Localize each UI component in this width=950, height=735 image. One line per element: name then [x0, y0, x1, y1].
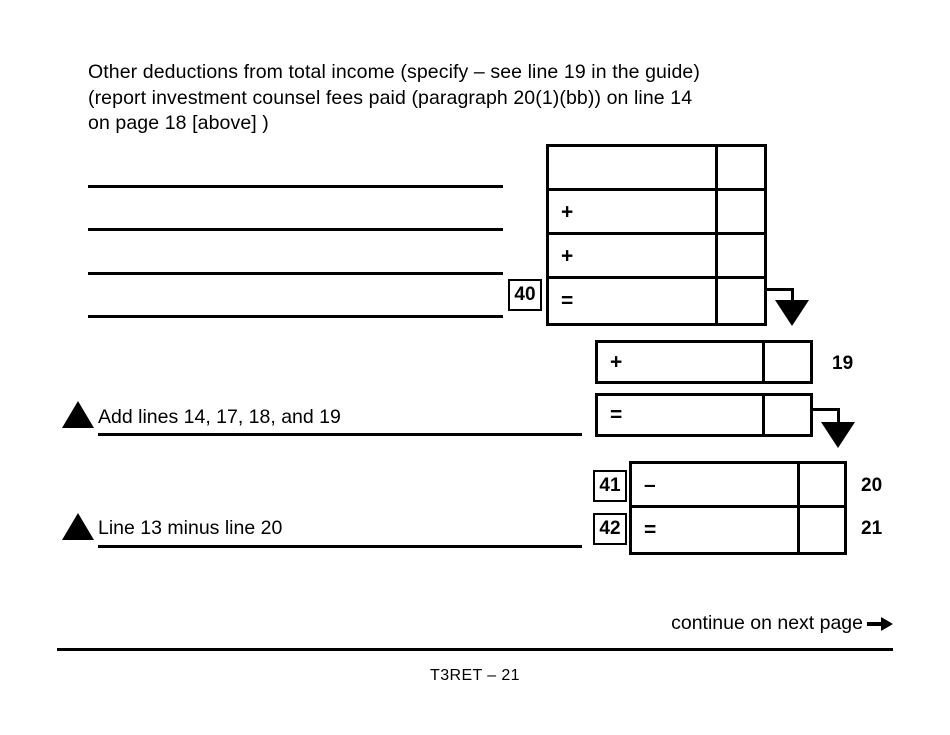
down-arrow-icon	[775, 300, 809, 326]
taxable-income-rule	[98, 545, 582, 548]
total-deductions-rule	[98, 433, 582, 436]
total-deductions-amount-box[interactable]: =	[595, 393, 813, 437]
operator-symbol: +	[610, 350, 623, 374]
line-number-tag-40: 40	[508, 279, 542, 311]
connector-horizontal-segment	[810, 408, 840, 411]
table-row[interactable]: =	[632, 508, 844, 552]
subtraction-table: – =	[629, 461, 847, 555]
taxable-income-label: Line 13 minus line 20	[98, 517, 283, 539]
form-identifier: T3RET – 21	[430, 667, 520, 684]
operator-symbol: =	[610, 403, 623, 427]
line-number-tag-42: 42	[593, 513, 627, 545]
instruction-text: Other deductions from total income (spec…	[88, 61, 700, 134]
total-deductions-label: Add lines 14, 17, 18, and 19	[98, 406, 341, 428]
line-number-21: 21	[861, 518, 883, 539]
triangle-marker-icon	[62, 401, 94, 428]
line-number-19: 19	[832, 353, 854, 374]
connector-vertical-segment	[791, 288, 794, 302]
table-row[interactable]: –	[632, 464, 844, 508]
cents-divider	[715, 191, 718, 232]
line-19-amount-box[interactable]: +	[595, 340, 813, 384]
footer-divider	[57, 648, 893, 651]
table-row[interactable]: +	[549, 191, 764, 235]
connector-horizontal-segment	[764, 288, 794, 291]
cents-divider	[715, 147, 718, 188]
down-arrow-icon	[821, 422, 855, 448]
connector-vertical-segment	[837, 408, 840, 424]
write-in-line-1[interactable]	[88, 185, 503, 188]
table-row[interactable]	[549, 147, 764, 191]
other-deductions-table: + + =	[546, 144, 767, 326]
operator-symbol: +	[561, 200, 574, 223]
table-row[interactable]: =	[549, 279, 764, 323]
cents-divider	[715, 279, 718, 323]
write-in-line-3[interactable]	[88, 272, 503, 275]
arrow-right-icon	[867, 617, 893, 631]
table-row[interactable]: +	[549, 235, 764, 279]
line-number-20: 20	[861, 475, 883, 496]
triangle-marker-icon	[62, 513, 94, 540]
continue-label: continue on next page	[671, 612, 863, 634]
operator-symbol: =	[644, 518, 657, 542]
operator-symbol: +	[561, 244, 574, 267]
cents-divider	[715, 235, 718, 276]
cents-divider	[762, 396, 765, 434]
cents-divider	[797, 508, 800, 552]
continue-next-page: continue on next page	[671, 612, 893, 635]
operator-symbol: =	[561, 289, 574, 313]
cents-divider	[797, 464, 800, 505]
operator-symbol: –	[644, 473, 656, 496]
write-in-line-4[interactable]	[88, 315, 503, 318]
write-in-line-2[interactable]	[88, 228, 503, 231]
cents-divider	[762, 343, 765, 381]
line-number-tag-41: 41	[593, 470, 627, 502]
